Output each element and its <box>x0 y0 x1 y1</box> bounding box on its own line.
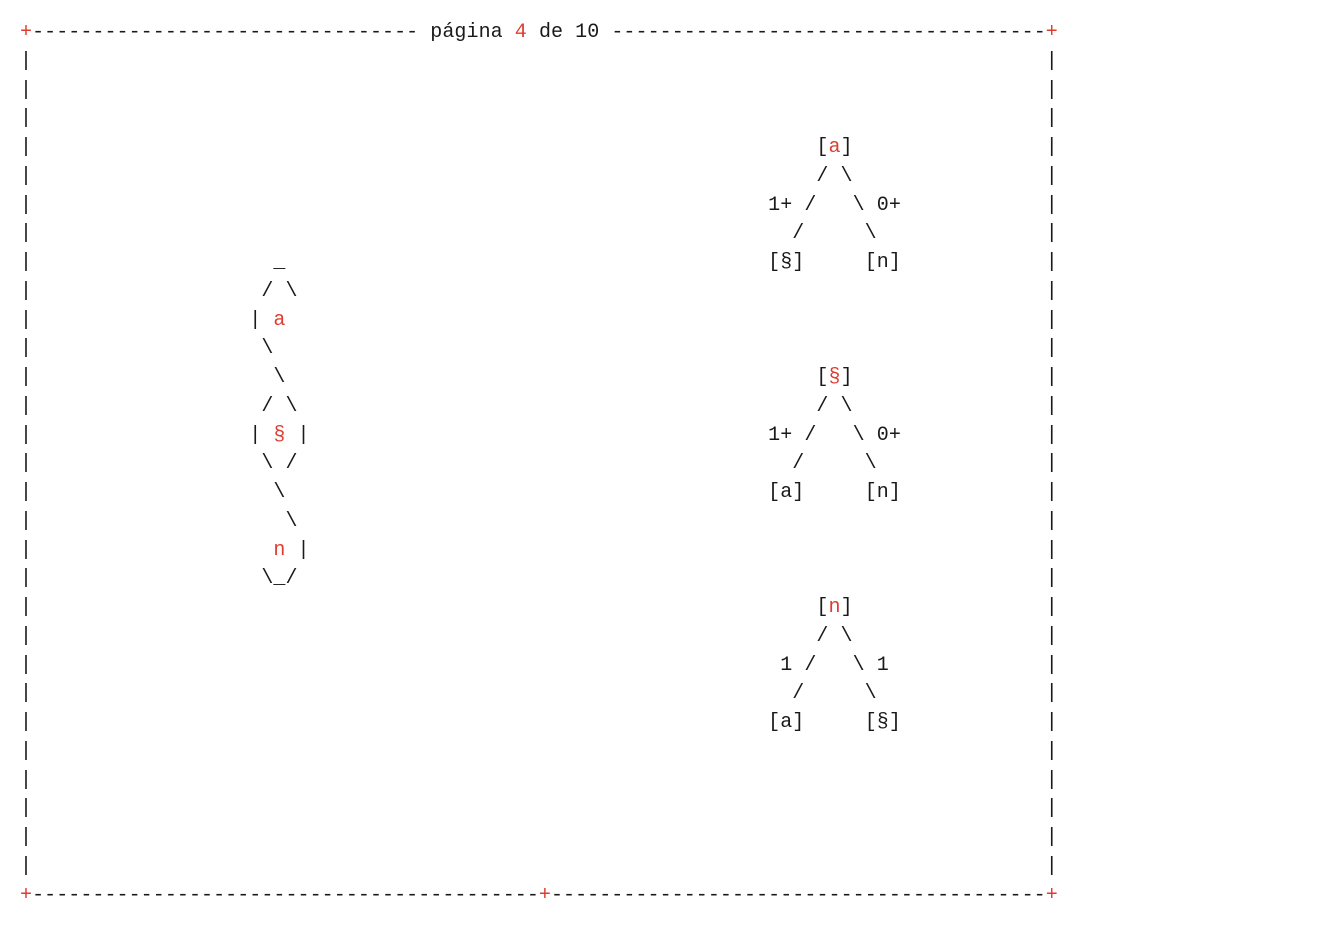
frame-corner-marker: + <box>20 21 33 44</box>
chain-node: a <box>273 308 286 332</box>
tree-root: § <box>828 366 841 389</box>
tree-left-child: a <box>780 711 793 734</box>
chain-node: § <box>273 423 286 447</box>
pager-current-page: 4 <box>514 21 527 44</box>
tree-left-child: a <box>780 481 793 504</box>
tree-right-edge-label: 1 <box>876 653 889 677</box>
tree-right-edge-label: 0+ <box>876 423 901 447</box>
tree-root: n <box>828 596 841 619</box>
pager-total-pages: 10 <box>575 21 600 44</box>
frame-corner-marker: + <box>1045 21 1058 44</box>
chain-node: n <box>273 538 286 562</box>
tree-right-edge-label: 0+ <box>876 193 901 217</box>
pager-label: página <box>430 21 503 44</box>
tree-left-edge-label: 1+ <box>768 193 793 217</box>
tree-root: a <box>828 136 841 159</box>
tree-left-child: § <box>780 251 793 274</box>
frame-corner-marker: + <box>538 883 551 907</box>
pager-of: de <box>538 21 564 44</box>
frame-corner-marker: + <box>20 883 33 907</box>
tree-left-edge-label: 1 <box>780 653 793 677</box>
ascii-page-frame: +-------------------------------- página… <box>20 21 1058 907</box>
frame-corner-marker: + <box>1045 883 1058 907</box>
tree-right-child: § <box>876 711 889 734</box>
tree-right-child: n <box>876 251 889 274</box>
tree-right-child: n <box>876 481 889 504</box>
tree-left-edge-label: 1+ <box>768 423 793 447</box>
